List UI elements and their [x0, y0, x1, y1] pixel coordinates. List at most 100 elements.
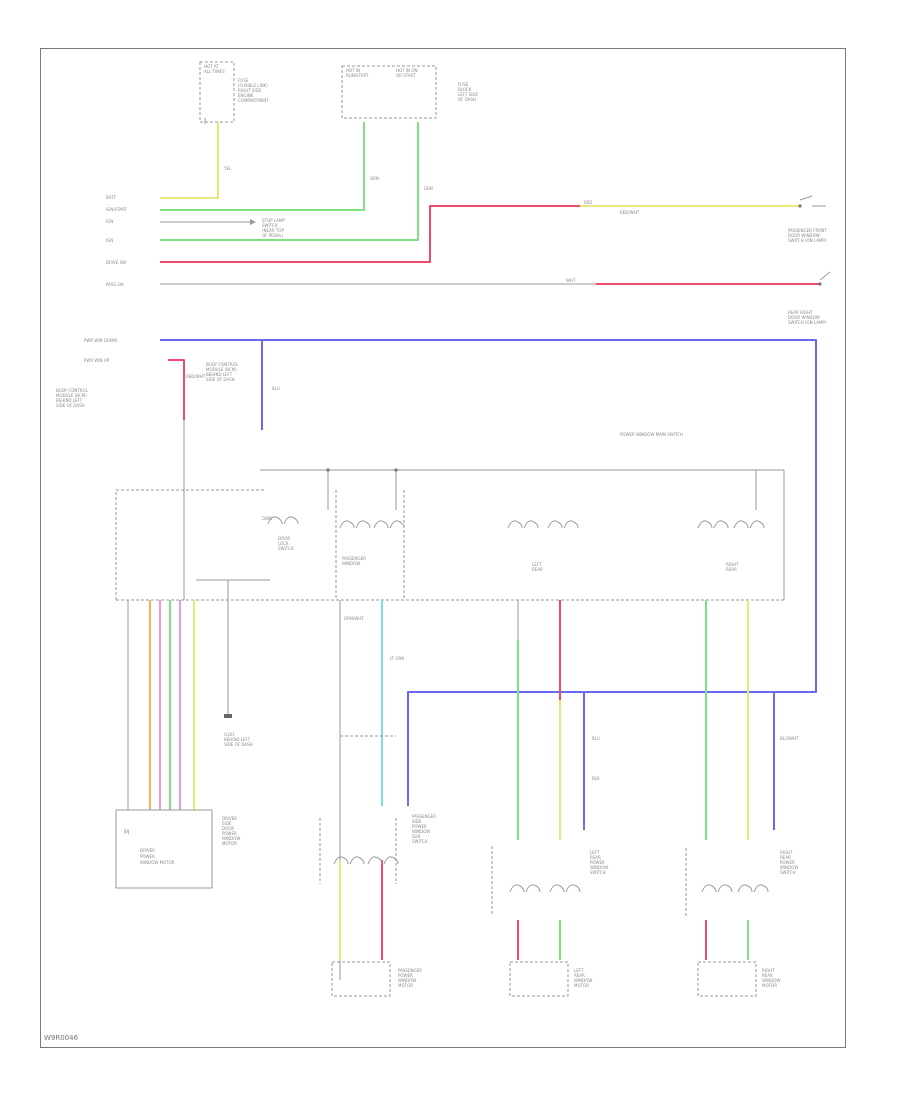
fuse-battery-text-line: COMPARTMENT: [238, 98, 269, 103]
lr-sub-contact-a: [509, 884, 541, 893]
fuse-battery-header-line: HOT AT: [204, 64, 219, 69]
wire-label-blu-1: BLU: [272, 386, 280, 391]
bcm-label-line: SIDE OF DASH: [206, 377, 235, 382]
left-rear-switch-label-line: REAR: [532, 567, 543, 572]
lr-sub-label-line: REAR: [590, 855, 601, 860]
bcm-label-left-line: SIDE OF DASH: [56, 403, 85, 408]
passenger-switch-contact-a-contact: [339, 520, 371, 529]
passenger-motor-box: [331, 961, 391, 997]
wire-ign-green: [160, 122, 365, 211]
bus-dot-1: [326, 468, 330, 472]
fuse-battery-text-line: ENGINE: [238, 93, 254, 98]
right-rear-motor-label-line: REAR: [762, 973, 773, 978]
pass-sub-label-line: SUB: [412, 834, 420, 839]
bcm-label-line: MODULE (BCM): [206, 367, 237, 372]
fuse-ign-text-line: LEFT SIDE: [458, 92, 479, 97]
right-rear-switch-label-line: RIGHT: [726, 562, 739, 567]
rr-sub-contact-a: [701, 884, 733, 893]
door-switch-1-blade: [799, 195, 813, 201]
driver-motor-title-line: WINDOW MOTOR: [140, 860, 175, 865]
pass-door-switch-label-line: SWITCH (ON LAMP): [788, 238, 827, 243]
wire-layer: [115, 118, 831, 980]
passenger-switch-contact-b: [373, 520, 405, 529]
fuse-ign-header-a-line: HOT IN: [346, 68, 360, 73]
lr-sub-label-line: SWITCH: [590, 870, 606, 875]
left-rear-motor-label-line: MOTOR: [574, 983, 589, 988]
wire-label-red-top: RED: [584, 200, 592, 205]
pass-door-switch-label-line: PASSENGER FRONT: [788, 228, 827, 233]
bcm-label-left-line: BEHIND LEFT: [56, 398, 83, 403]
pass-sub-label-line: POWER: [412, 824, 427, 829]
wire-batt-yellow: [160, 122, 219, 199]
pass-sub-contact-b-contact: [367, 856, 399, 865]
fuse-ign-header-a-line: RUN/START: [346, 73, 369, 78]
wire-label-grn-1: GRN: [370, 176, 379, 181]
driver-motor-side-label-line: SIDE: [222, 821, 232, 826]
fuse-ign-text-line: BLOCK: [458, 87, 472, 92]
ground-label-line: G301: [224, 732, 235, 737]
wire-label-pass-1: GRN/WHT: [344, 616, 364, 621]
rr-sub-contact-b: [737, 884, 769, 893]
rr-sub-label-line: REAR: [780, 855, 791, 860]
label-ign: IGN: [106, 219, 113, 224]
fuse-ign-text-line: FUSE: [458, 82, 469, 87]
passenger-motor-label-line: POWER: [398, 973, 413, 978]
diagram-frame: [40, 48, 846, 1048]
ground-symbol: [224, 714, 232, 718]
stop-lamp-label-line: STOP LAMP: [262, 218, 285, 223]
right-rear-motor-label-line: MOTOR: [762, 983, 777, 988]
pass-sub-label-line: SIDE: [412, 819, 422, 824]
label-ign-start: IGN/START: [106, 207, 128, 212]
label-pass-sw: PASS SW: [106, 282, 124, 287]
left-rear-switch-contact-a-contact: [507, 520, 539, 529]
door-lock-switch-label-line: SWITCH: [278, 546, 294, 551]
wire-pwr-win-down-blue: [160, 339, 817, 806]
left-rear-motor-label-line: LEFT: [574, 968, 584, 973]
bcm-label-line: BODY CONTROL: [206, 362, 239, 367]
ground-label-line: SIDE OF DASH: [224, 742, 253, 747]
driver-motor-side-label-line: DOOR: [222, 826, 234, 831]
right-rear-switch-contact-a: [697, 520, 729, 529]
wire-label-grn-2: GRN: [424, 186, 433, 191]
rr-sub-label-line: WINDOW: [780, 865, 798, 870]
right-rear-switch-contact-b: [733, 520, 765, 529]
pass-sub-contact-b: [367, 856, 399, 865]
label-pwr-win-up: PWR WIN UP: [84, 358, 110, 363]
fuse-box-battery: [199, 61, 235, 123]
rr-sub-label-line: POWER: [780, 860, 795, 865]
lr-sub-contact-b-contact: [549, 884, 581, 893]
stop-lamp-label-line: (NEAR TOP: [262, 228, 284, 233]
right-rear-motor-label-line: WINDOW: [762, 978, 780, 983]
door-switch-2-pivot: [818, 282, 822, 286]
driver-motor-side-label-line: POWER: [222, 831, 237, 836]
fuse-ign-header-b-line: OR START: [396, 73, 416, 78]
rear-door-switch-label-line: REAR RIGHT: [788, 310, 813, 315]
passenger-motor-label-line: PASSENGER: [398, 968, 422, 973]
master-box-left: [115, 489, 264, 600]
rear-door-switch-label-line: SWITCH (ON LAMP): [788, 320, 827, 325]
bcm-label-left-line: BODY CONTROL: [56, 388, 89, 393]
driver-motor-side-label-line: DRIVER: [222, 816, 237, 821]
lr-sub-contact-a-contact: [509, 884, 541, 893]
right-rear-switch-label-line: REAR: [726, 567, 737, 572]
right-rear-switch-contact-b-contact: [733, 520, 765, 529]
driver-motor-box: [115, 809, 213, 889]
passenger-motor-label-line: MOTOR: [398, 983, 413, 988]
wire-label-red-wht: RED/WHT: [620, 210, 640, 215]
driver-motor-title-line: POWER: [140, 854, 155, 859]
wire-start-green: [160, 122, 419, 241]
